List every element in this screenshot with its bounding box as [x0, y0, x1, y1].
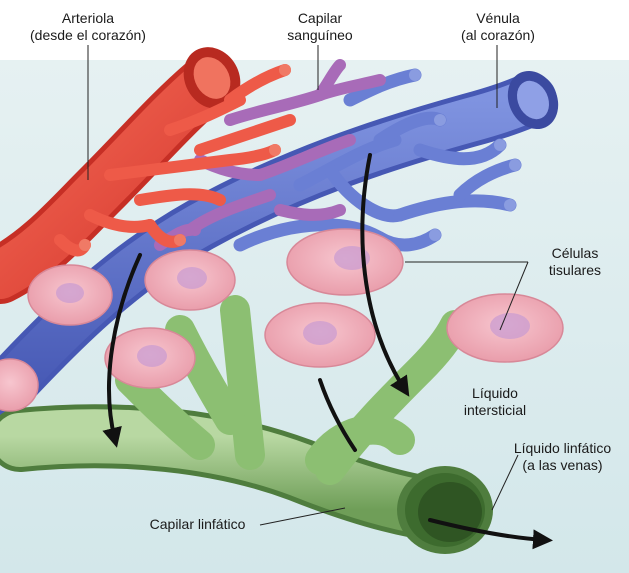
tissue-cell — [145, 250, 235, 310]
tissue-cell — [28, 265, 112, 325]
label-interstitial-fluid: Líquido intersticial — [450, 385, 540, 419]
tissue-cell — [105, 328, 195, 388]
label-arteriole-line1: Arteriola — [18, 10, 158, 27]
tissue-cell — [447, 294, 563, 362]
label-tissue-cells-line1: Células — [530, 245, 620, 262]
label-venule: Vénula (al corazón) — [448, 10, 548, 44]
label-interstitial-fluid-line2: intersticial — [450, 402, 540, 419]
label-lymph-capillary-line1: Capilar linfático — [135, 516, 260, 533]
label-venule-line1: Vénula — [448, 10, 548, 27]
label-lymph: Líquido linfático (a las venas) — [500, 440, 625, 474]
label-venule-line2: (al corazón) — [448, 27, 548, 44]
label-tissue-cells-line2: tisulares — [530, 262, 620, 279]
label-blood-capillary: Capilar sanguíneo — [270, 10, 370, 44]
label-blood-capillary-line2: sanguíneo — [270, 27, 370, 44]
tissue-cell — [265, 303, 375, 367]
label-lymph-line2: (a las venas) — [500, 457, 625, 474]
tissue-cell — [287, 229, 403, 295]
label-lymph-line1: Líquido linfático — [500, 440, 625, 457]
label-arteriole-line2: (desde el corazón) — [18, 27, 158, 44]
label-blood-capillary-line1: Capilar — [270, 10, 370, 27]
label-interstitial-fluid-line1: Líquido — [450, 385, 540, 402]
label-tissue-cells: Células tisulares — [530, 245, 620, 279]
label-arteriole: Arteriola (desde el corazón) — [18, 10, 158, 44]
label-lymph-capillary: Capilar linfático — [135, 516, 260, 533]
